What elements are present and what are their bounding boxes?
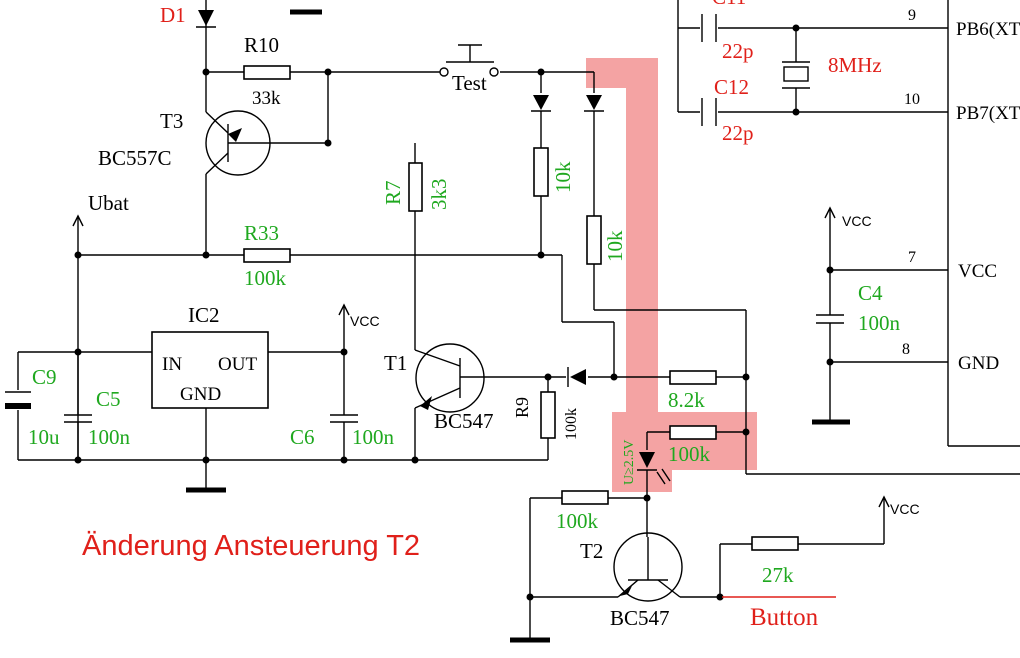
label-button: Button bbox=[750, 604, 819, 631]
label-t1: T1 bbox=[384, 351, 407, 375]
label-100k-led: 100k bbox=[668, 442, 711, 466]
label-10k-b: 10k bbox=[603, 230, 627, 262]
label-c11-value: 22p bbox=[722, 39, 754, 63]
resistor-r10 bbox=[243, 65, 291, 80]
capacitor-c6 bbox=[330, 414, 358, 423]
diode-branch-a bbox=[531, 95, 551, 112]
label-c4: C4 bbox=[858, 281, 883, 305]
label-pin8: 8 bbox=[902, 341, 910, 358]
label-d1: D1 bbox=[160, 3, 186, 27]
resistor-r7 bbox=[408, 162, 423, 212]
label-r33: R33 bbox=[244, 221, 279, 245]
label-r10: R10 bbox=[244, 33, 279, 57]
label-led: U≥2.5V bbox=[622, 440, 637, 485]
diode-d1 bbox=[196, 10, 216, 28]
label-c6: C6 bbox=[290, 425, 315, 449]
label-r9-value: 100k bbox=[563, 408, 580, 440]
label-ic2-out: OUT bbox=[218, 354, 257, 375]
ground-symbols bbox=[186, 419, 850, 643]
label-r7-value: 3k3 bbox=[427, 179, 451, 211]
label-vcc-3: VCC bbox=[890, 501, 920, 517]
vcc-arrows bbox=[72, 206, 890, 510]
label-c5: C5 bbox=[96, 387, 121, 411]
label-c5-value: 100n bbox=[88, 425, 131, 449]
ic2-regulator bbox=[151, 331, 269, 409]
label-t2: T2 bbox=[580, 539, 603, 563]
note-text: Änderung Ansteuerung T2 bbox=[82, 530, 420, 562]
resistor-8k2 bbox=[669, 370, 717, 385]
capacitor-c4 bbox=[816, 314, 844, 324]
resistor-r33 bbox=[243, 248, 291, 263]
label-ic2: IC2 bbox=[188, 303, 220, 327]
label-pb6: PB6(XT bbox=[956, 19, 1020, 40]
label-t3: T3 bbox=[160, 109, 183, 133]
label-pin10: 10 bbox=[904, 91, 920, 108]
capacitor-c12 bbox=[701, 98, 717, 126]
capacitor-c11 bbox=[701, 14, 717, 42]
test-pushbutton bbox=[439, 44, 499, 77]
capacitor-c5 bbox=[64, 414, 92, 423]
labels: D1 R10 33k T3 BC557C Ubat R33 100k R7 3k… bbox=[28, 0, 1020, 631]
label-8k2: 8.2k bbox=[668, 388, 705, 412]
crystal-8mhz bbox=[782, 61, 810, 89]
label-r33-value: 100k bbox=[244, 266, 287, 290]
label-c12: C12 bbox=[714, 75, 749, 99]
label-c4-value: 100n bbox=[858, 311, 901, 335]
label-27k: 27k bbox=[762, 563, 794, 587]
junction-dots bbox=[74, 24, 834, 601]
resistor-10k-a bbox=[533, 147, 549, 197]
diode-branch-b bbox=[584, 95, 604, 112]
label-c12-value: 22p bbox=[722, 121, 754, 145]
resistor-100k-t2 bbox=[561, 490, 609, 505]
led bbox=[637, 452, 671, 485]
label-r9: R9 bbox=[512, 397, 532, 418]
label-crystal: 8MHz bbox=[828, 53, 882, 77]
label-c9: C9 bbox=[32, 365, 57, 389]
label-c11: C11 bbox=[712, 0, 746, 9]
label-pin-vcc: VCC bbox=[958, 261, 997, 282]
label-ic2-in: IN bbox=[162, 354, 182, 375]
label-test: Test bbox=[452, 71, 487, 95]
label-vcc-2: VCC bbox=[842, 213, 872, 229]
label-ic2-gnd: GND bbox=[180, 384, 221, 405]
label-c9-value: 10u bbox=[28, 425, 60, 449]
label-t2-type: BC547 bbox=[610, 606, 670, 630]
label-10k-a: 10k bbox=[551, 161, 575, 193]
label-ubat: Ubat bbox=[88, 191, 129, 215]
label-vcc-1: VCC bbox=[350, 313, 380, 329]
resistor-100k-led bbox=[669, 425, 717, 440]
transistor-t3 bbox=[205, 110, 271, 176]
highlight-path bbox=[586, 58, 757, 492]
resistor-10k-b bbox=[586, 215, 602, 265]
transistor-t1 bbox=[414, 343, 487, 413]
resistor-27k bbox=[751, 536, 799, 551]
label-pin9: 9 bbox=[908, 7, 916, 24]
label-t3-type: BC557C bbox=[98, 146, 172, 170]
label-c6-value: 100n bbox=[352, 425, 395, 449]
diode-t1-base bbox=[567, 367, 586, 387]
label-100k-t2: 100k bbox=[556, 509, 599, 533]
label-pb7: PB7(XT bbox=[956, 103, 1020, 124]
label-r7: R7 bbox=[381, 180, 405, 205]
label-pin7: 7 bbox=[908, 249, 916, 266]
label-pin-gnd: GND bbox=[958, 353, 999, 374]
transistor-t2 bbox=[613, 532, 683, 602]
label-t1-type: BC547 bbox=[434, 409, 494, 433]
resistor-r9 bbox=[540, 391, 556, 439]
capacitor-c9 bbox=[5, 391, 31, 409]
label-r10-value: 33k bbox=[252, 88, 281, 109]
